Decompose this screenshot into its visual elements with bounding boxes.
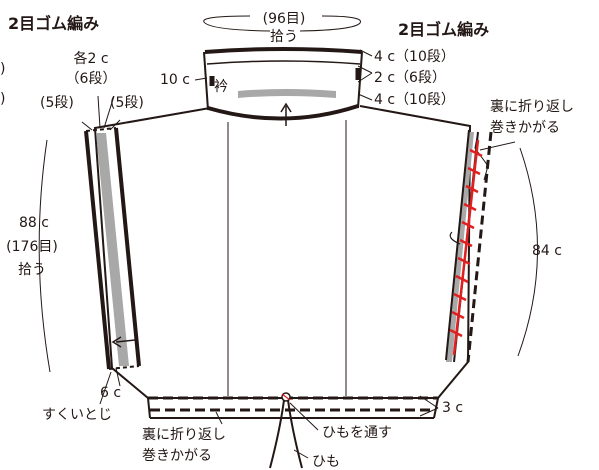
hem-fold-label-2: 巻きかがる — [142, 448, 212, 464]
collar-width-label: 10 c — [160, 72, 190, 88]
cord-label: ひも — [312, 454, 340, 470]
right-fold-label-2: 巻きかがる — [490, 120, 560, 136]
left-pickup-label: 拾う — [18, 262, 46, 278]
drawstring — [269, 399, 303, 469]
hem-band — [147, 392, 439, 419]
neck-pickup-ellipse — [203, 15, 361, 32]
left-cuff-label: 6 c — [100, 385, 122, 401]
collar-label: 衿 — [214, 79, 228, 95]
left-circ-label: 88 c — [19, 215, 49, 231]
edge-mark-2: ) — [0, 91, 6, 107]
rib-right-label: 2目ゴム編み — [398, 20, 490, 39]
hem-fold-label-1: 裏に折り返し — [142, 427, 226, 443]
collar-mid-label: 2 c（6段） — [374, 70, 446, 86]
edge-mark-1: ) — [0, 61, 6, 77]
right-whipstitch — [449, 139, 483, 356]
left-cuff-finish-label: すくいとじ — [42, 407, 112, 423]
neck-pickup-label: 拾う — [270, 29, 298, 45]
collar-top-label: 4 c（10段） — [374, 49, 455, 65]
left-pickup-ellipse — [38, 139, 51, 373]
sleeve-each-rows-label: （6段） — [65, 71, 117, 87]
neck-pickup-count: (96目) — [262, 11, 306, 27]
sleeve-rows-right: (5段) — [110, 95, 144, 111]
right-circ-ellipse — [517, 147, 538, 357]
sleeve-rows-left: (5段) — [40, 95, 74, 111]
hem-label: 3 c — [442, 400, 464, 416]
right-fold-label-1: 裏に折り返し — [490, 99, 574, 115]
right-circ-label: 84 c — [532, 243, 562, 259]
cord-through-label: ひもを通す — [322, 425, 392, 441]
sleeve-each-label: 各2 c — [73, 51, 109, 67]
left-sleeve-band — [84, 127, 141, 370]
left-pickup-count: (176目) — [6, 239, 58, 255]
rib-left-label: 2目ゴム編み — [8, 14, 100, 33]
collar-band — [203, 47, 363, 126]
leader-lines — [81, 49, 516, 459]
collar-bottom-label: 4 c（10段） — [374, 92, 455, 108]
body-outline — [93, 105, 472, 399]
